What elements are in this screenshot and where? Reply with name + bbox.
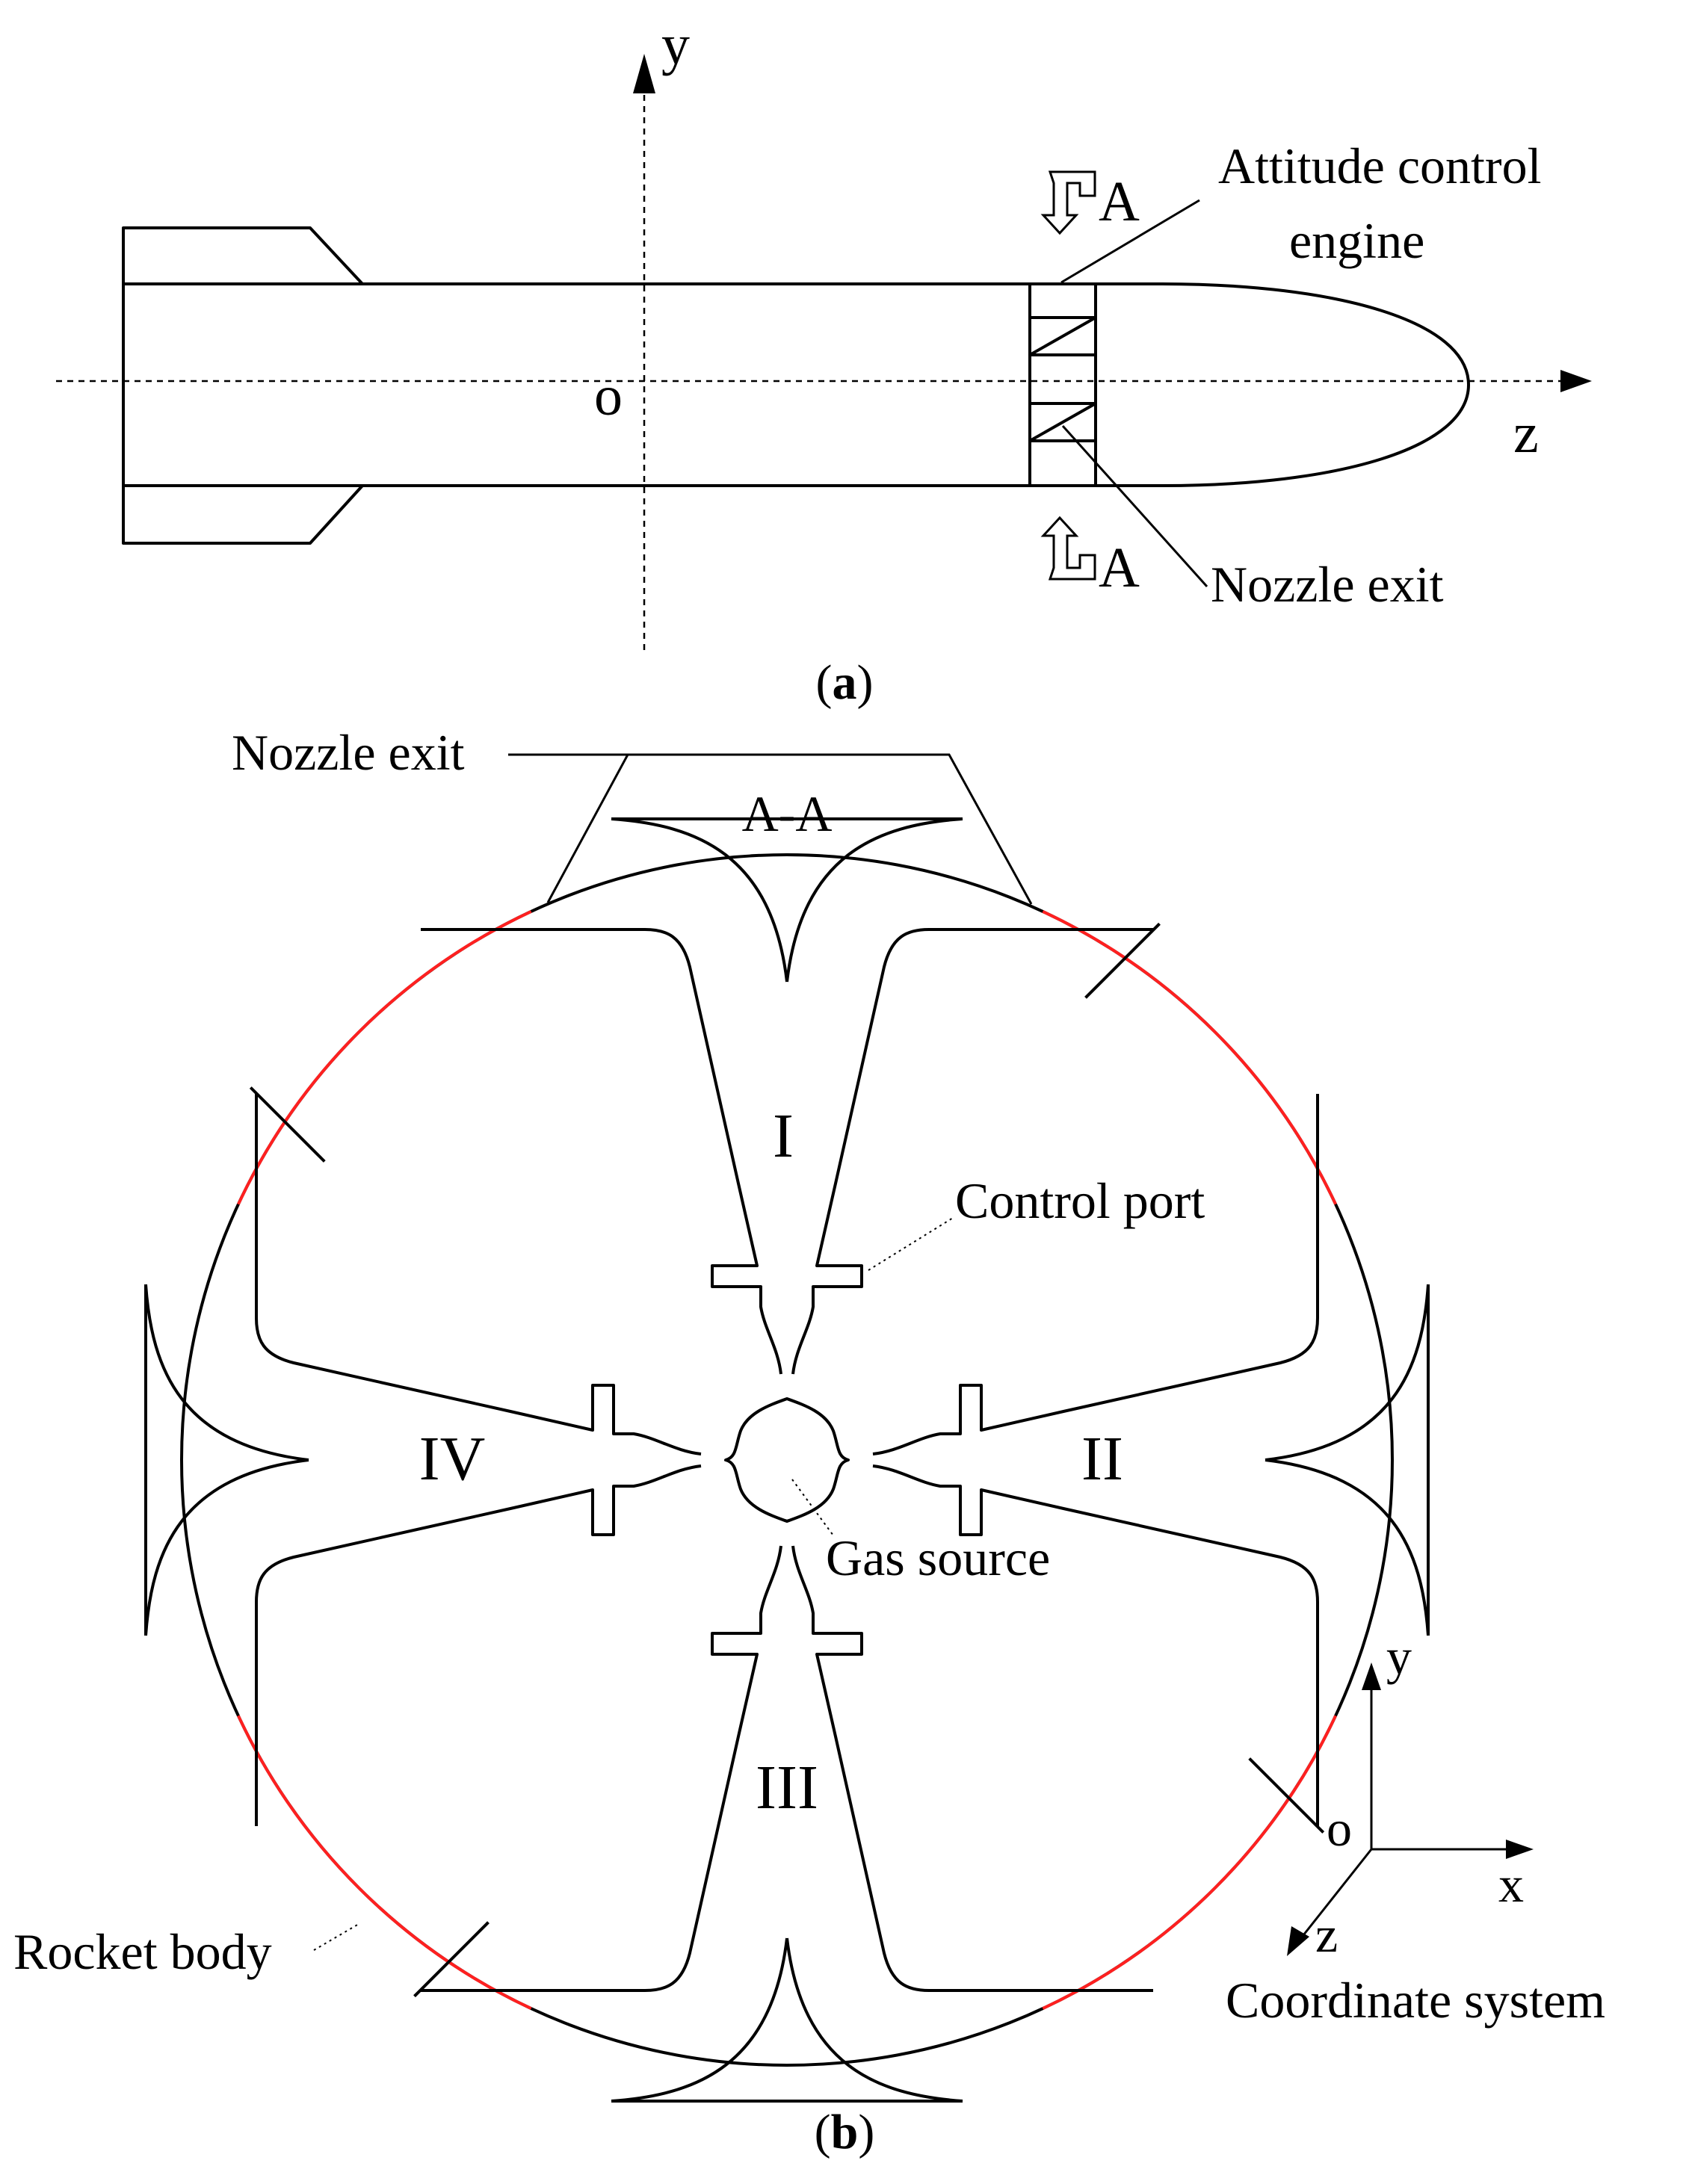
control-port-leader bbox=[868, 1217, 954, 1271]
coord-y-label: y bbox=[1386, 1628, 1412, 1685]
channel-IV-label: IV bbox=[419, 1424, 486, 1494]
section-title: A-A bbox=[742, 785, 833, 842]
channel-divider-2 bbox=[1248, 1757, 1325, 1834]
rocket-body-label: Rocket body bbox=[13, 1923, 272, 1980]
flow-channel-IV bbox=[144, 1094, 702, 1826]
nozzle-exit-arc-4 bbox=[237, 910, 532, 1205]
y-axis-label: y bbox=[661, 13, 690, 76]
nozzle-exit-label-b: Nozzle exit bbox=[232, 724, 465, 781]
coord-o-label: o bbox=[1327, 1800, 1352, 1857]
section-mark-top: A bbox=[1099, 170, 1140, 233]
upper-fin bbox=[122, 226, 364, 285]
z-axis-label: z bbox=[1513, 402, 1539, 465]
nozzle-exit-leader-b bbox=[508, 753, 1033, 905]
section-mark-bottom: A bbox=[1099, 536, 1140, 599]
y-axis-arrow bbox=[633, 54, 655, 93]
flow-channels bbox=[144, 817, 1430, 2103]
panel-a: y z o A A Attitude control engine Nozzle… bbox=[56, 13, 1592, 710]
attitude-engine-label-line2: engine bbox=[1289, 212, 1424, 269]
attitude-engine-section bbox=[1028, 282, 1097, 487]
channel-divider-4 bbox=[249, 1086, 326, 1163]
channel-II-label: II bbox=[1081, 1424, 1123, 1494]
nozzle-exit-arcs bbox=[237, 910, 1337, 2010]
origin-label: o bbox=[594, 365, 623, 427]
gas-source-label: Gas source bbox=[826, 1529, 1050, 1586]
rocket-body-circle bbox=[180, 853, 1394, 2067]
z-axis-arrow bbox=[1560, 370, 1592, 392]
nozzle-exit-label-a: Nozzle exit bbox=[1211, 556, 1444, 613]
nozzle-exit-arc-3 bbox=[237, 1715, 532, 2010]
coord-z-label: z bbox=[1315, 1906, 1338, 1963]
nose-cone bbox=[1096, 282, 1470, 487]
nozzle-exit-leader-a bbox=[1061, 424, 1208, 588]
nozzle-symbol-lower bbox=[1028, 402, 1097, 442]
section-arrow-bottom-icon bbox=[1040, 516, 1096, 581]
nozzle-symbol-upper bbox=[1028, 316, 1097, 356]
section-arrow-top-icon bbox=[1040, 170, 1096, 235]
flow-channel-III bbox=[421, 1545, 1153, 2103]
attitude-engine-leader bbox=[1060, 199, 1200, 284]
attitude-engine-label-line1: Attitude control bbox=[1218, 137, 1541, 194]
channel-III-label: III bbox=[756, 1753, 818, 1822]
rocket-body-leader bbox=[313, 1923, 359, 1951]
channel-I-label: I bbox=[773, 1101, 794, 1171]
control-port-label: Control port bbox=[955, 1172, 1205, 1229]
nozzle-exit-arc-1 bbox=[1042, 910, 1337, 1205]
flow-channel-II bbox=[872, 1094, 1430, 1826]
gas-source-leader bbox=[791, 1479, 834, 1536]
caption-a: (a) bbox=[816, 655, 874, 710]
panel-b: A-A Nozzle exit Control port Gas source … bbox=[13, 724, 1605, 2159]
caption-b: (b) bbox=[815, 2105, 875, 2159]
channel-divider-3 bbox=[413, 1921, 490, 1998]
nozzle-exit-arc-2 bbox=[1042, 1715, 1337, 2010]
gas-source-chamber bbox=[724, 1397, 850, 1523]
channel-divider-1 bbox=[1084, 922, 1161, 999]
coord-caption: Coordinate system bbox=[1226, 1972, 1605, 2029]
coordinate-system bbox=[1287, 1662, 1534, 1956]
flow-channel-I bbox=[421, 817, 1153, 1375]
lower-fin bbox=[122, 484, 364, 545]
coord-x-label: x bbox=[1498, 1856, 1524, 1913]
